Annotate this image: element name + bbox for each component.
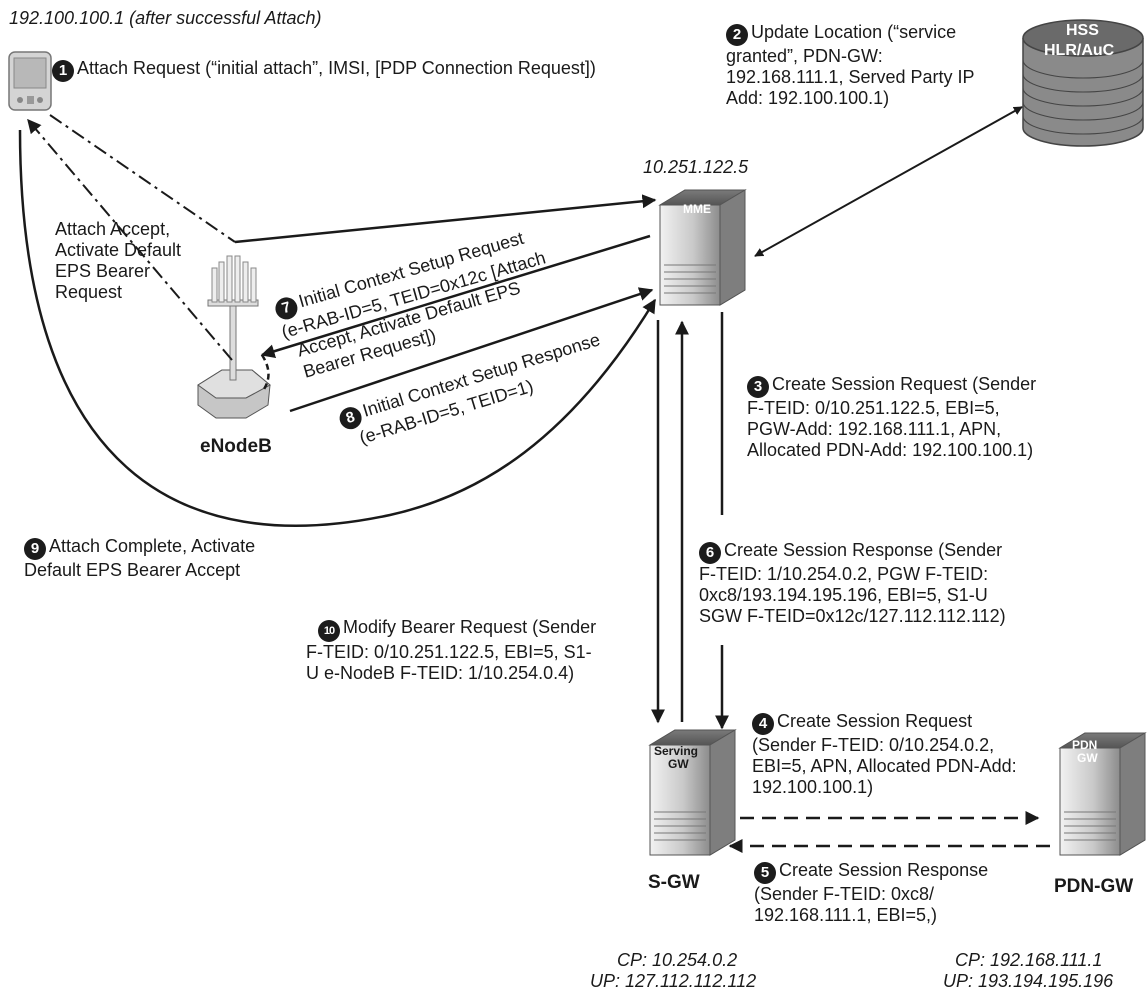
- mme-ip-label: 10.251.122.5: [643, 157, 749, 177]
- ue-ip-label: 192.100.100.1 (after successful Attach): [9, 8, 322, 28]
- sgw-label: S-GW: [648, 872, 700, 893]
- step6-line2: F-TEID: 1/10.254.0.2, PGW F-TEID:: [699, 564, 989, 584]
- step9-line2: Default EPS Bearer Accept: [24, 560, 241, 580]
- step5-badge: 5: [754, 862, 776, 884]
- step3-line2: F-TEID: 0/10.251.122.5, EBI=5,: [747, 398, 1000, 418]
- step4-line3: EBI=5, APN, Allocated PDN-Add:: [752, 756, 1017, 776]
- step2-line1: Update Location (“service: [751, 22, 957, 42]
- step4-line2: (Sender F-TEID: 0/10.254.0.2,: [752, 735, 995, 755]
- pgw-server-icon: [1058, 732, 1147, 856]
- enodeb-loop-dashed: [260, 354, 270, 393]
- initial-context-setup-request-arrow: [260, 234, 651, 358]
- initial-context-setup-response-arrow: [289, 287, 654, 413]
- step10-line2: F-TEID: 0/10.251.122.5, EBI=5, S1-: [306, 642, 592, 662]
- step4-line4: 192.100.100.1): [752, 777, 874, 797]
- step2-line4: Add: 192.100.100.1): [726, 88, 890, 108]
- step2-badge: 2: [726, 24, 748, 46]
- step5-line1: Create Session Response: [779, 860, 989, 880]
- ue-phone-icon: [8, 51, 52, 111]
- attach-accept-line3: EPS Bearer: [55, 261, 151, 281]
- step3-line1: Create Session Request (Sender: [772, 374, 1037, 394]
- pgw-up-label: UP: 193.194.195.196: [943, 971, 1114, 991]
- sgw-server-icon: [648, 729, 737, 856]
- step5-line2: (Sender F-TEID: 0xc8/: [754, 884, 935, 904]
- step6-badge: 6: [699, 542, 721, 564]
- pgw-label: PDN-GW: [1054, 876, 1134, 897]
- mme-label: MME: [683, 202, 711, 216]
- step6-line1: Create Session Response (Sender: [724, 540, 1003, 560]
- mme-server-icon: [658, 189, 747, 306]
- attach-complete-arrow: [18, 129, 657, 527]
- step3-badge: 3: [747, 376, 769, 398]
- step10-line3: U e-NodeB F-TEID: 1/10.254.0.4): [306, 663, 575, 683]
- sgw-up-label: UP: 127.112.112.112: [590, 971, 757, 991]
- step4-line1: Create Session Request: [777, 711, 973, 731]
- attach-accept-line4: Request: [55, 282, 123, 302]
- hss-label-line1: HSS: [1066, 22, 1099, 39]
- step1-text: Attach Request (“initial attach”, IMSI, …: [77, 58, 596, 78]
- step5-line3: 192.168.111.1, EBI=5,): [754, 905, 937, 925]
- step4-badge: 4: [752, 713, 774, 735]
- pgw-box-label2: GW: [1077, 751, 1098, 765]
- sgw-cp-label: CP: 10.254.0.2: [617, 950, 738, 970]
- update-location-arrow: [754, 106, 1023, 257]
- step9-line1: Attach Complete, Activate: [49, 536, 256, 556]
- sgw-box-label1: Serving: [654, 744, 699, 758]
- step10-line1: Modify Bearer Request (Sender: [343, 617, 597, 637]
- pgw-box-label1: PDN: [1072, 738, 1098, 752]
- attach-request-arrow: [234, 194, 657, 244]
- attach-accept-line1: Attach Accept,: [55, 219, 171, 239]
- step3-line4: Allocated PDN-Add: 192.100.100.1): [747, 440, 1034, 460]
- attach-accept-dashdot: [27, 118, 233, 361]
- step10-badge: 10: [318, 620, 340, 642]
- step6-line3: 0xc8/193.194.195.196, EBI=5, S1-U: [699, 585, 988, 605]
- enodeb-label: eNodeB: [200, 436, 272, 457]
- hss-database-icon: [1022, 19, 1144, 147]
- step6-line4: SGW F-TEID=0x12c/127.112.112.112): [699, 606, 1006, 626]
- sgw-box-label2: GW: [668, 757, 689, 771]
- enodeb-antenna-icon: [197, 255, 271, 419]
- step1-badge: 1: [52, 60, 74, 82]
- pgw-cp-label: CP: 192.168.111.1: [955, 950, 1103, 970]
- step2-line3: 192.168.111.1, Served Party IP: [726, 67, 975, 87]
- attach-accept-line2: Activate Default: [55, 240, 182, 260]
- step9-badge: 9: [24, 538, 46, 560]
- hss-label-line2: HLR/AuC: [1044, 42, 1115, 59]
- attach-accept-label: Attach Accept, Activate Default EPS Bear…: [55, 219, 181, 303]
- step2-line2: granted”, PDN-GW:: [726, 46, 883, 66]
- step3-line3: PGW-Add: 192.168.111.1, APN,: [747, 419, 1002, 439]
- ue-to-mme-dashdot: [49, 114, 236, 243]
